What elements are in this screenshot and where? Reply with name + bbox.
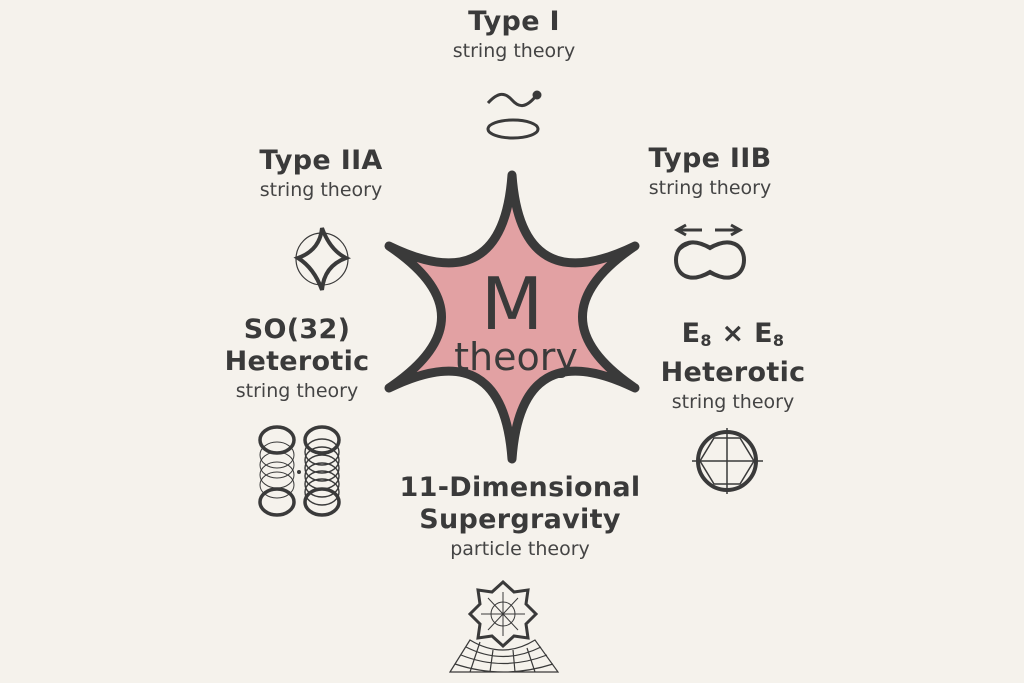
node-subtitle: string theory — [259, 179, 383, 201]
node-title: Type IIB — [648, 143, 772, 174]
node-supergravity: 11-Dimensional Supergravity particle the… — [400, 472, 641, 562]
node-title: Type IIA — [259, 145, 383, 176]
node-subtitle: string theory — [235, 380, 359, 402]
membrane-grid-icon — [448, 579, 560, 673]
node-subtitle: particle theory — [450, 538, 590, 560]
open-closed-string-icon — [486, 90, 542, 140]
hexagon-circle-icon — [692, 428, 763, 494]
m-theory-star — [384, 170, 640, 464]
node-title: 11-Dimensional — [399, 472, 641, 503]
node-type-iia: Type IIA string theory — [259, 145, 382, 203]
node-title-2: Heterotic — [660, 357, 806, 388]
center-title: M — [480, 262, 544, 346]
node-title: Type I — [468, 6, 560, 37]
peanut-loop-arrows-icon — [673, 223, 747, 280]
node-type-iib: Type IIB string theory — [649, 143, 772, 201]
node-type-i: Type I string theory — [453, 6, 575, 64]
node-subtitle: string theory — [452, 40, 576, 62]
node-title-2: Supergravity — [419, 504, 621, 535]
node-subtitle: string theory — [671, 391, 795, 413]
wavy-loop-icon — [293, 227, 352, 291]
coiled-tubes-icon — [258, 425, 341, 517]
node-so32-heterotic: SO(32) Heterotic string theory — [225, 314, 370, 404]
node-subtitle: string theory — [648, 177, 772, 199]
node-title: E8 × E8 — [681, 318, 785, 350]
node-title: SO(32) — [243, 314, 351, 345]
node-title-2: Heterotic — [224, 346, 370, 377]
center-subtitle: theory — [454, 335, 578, 379]
node-e8-heterotic: E8 × E8 Heterotic string theory — [661, 318, 806, 415]
